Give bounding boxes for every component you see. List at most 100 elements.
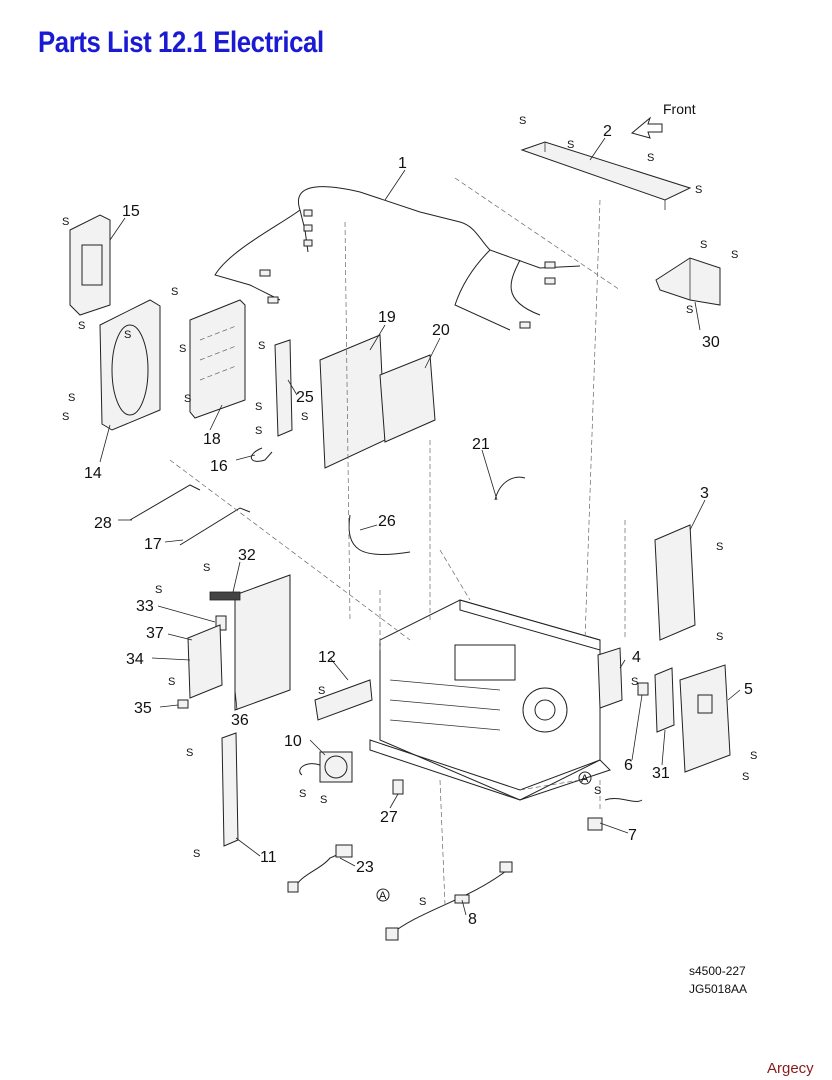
hard-drive-assembly [69,214,161,431]
screw-marker: S [203,562,210,574]
watermark: Argecy [767,1060,814,1077]
screw-marker: S [258,340,265,352]
screw-marker: S [716,541,723,553]
screw-marker: S [716,631,723,643]
bracket-30 [655,257,721,306]
callout-37: 37 [146,625,164,642]
callout-5: 5 [744,681,753,698]
screw-marker: S [686,304,693,316]
screw-marker: S [519,115,526,127]
front-label: Front [663,101,696,117]
callout-30: 30 [702,334,720,351]
screw-marker: S [750,750,757,762]
callout-26: 26 [378,513,396,530]
interlock-cable-7 [604,798,643,802]
controller-board-19 [319,334,386,469]
callout-18: 18 [203,431,221,448]
screw-marker: S [567,139,574,151]
screw-marker: S [155,584,162,596]
callout-8: 8 [468,911,477,928]
shield-panel-34 [177,574,291,711]
callout-7: 7 [628,827,637,844]
bracket-25 [274,339,293,437]
interlock-switch-7 [587,817,603,831]
callout-35: 35 [134,700,152,717]
board-31 [654,667,675,733]
screw-marker: S [124,329,131,341]
callout-21: 21 [472,436,490,453]
screw-marker: S [700,239,707,251]
callout-4: 4 [632,649,641,666]
leader-lines [99,137,741,916]
svg-text:A: A [379,890,387,902]
callout-33: 33 [136,598,154,615]
cable-28 [129,484,201,521]
screw-marker: S [299,788,306,800]
callout-31: 31 [652,765,670,782]
screw-marker: S [255,425,262,437]
callout-23: 23 [356,859,374,876]
screw-markers: S S S S S S S S S S S S S S S S S S S S … [62,115,757,908]
screw-marker: S [184,393,191,405]
front-arrow-icon [630,116,663,139]
svg-text:A: A [581,773,589,785]
screw-marker: S [255,401,262,413]
ribbon-cable-16 [251,447,273,462]
screw-marker: S [731,249,738,261]
screw-marker: S [193,848,200,860]
printer-frame [369,599,611,801]
screw-marker: S [62,216,69,228]
alignment-guides [169,177,626,906]
front-rail [520,141,692,210]
bracket-11 [221,732,239,847]
screw-marker: S [742,771,749,783]
connector-marker-a: A [578,771,592,785]
callout-16: 16 [210,458,228,475]
callout-25: 25 [296,389,314,406]
screw-marker: S [179,343,186,355]
callout-2: 2 [603,123,612,140]
callout-17: 17 [144,536,162,553]
cable-26 [348,514,411,556]
callout-14: 14 [84,465,102,482]
screw-marker: S [301,411,308,423]
switch-6 [637,682,649,696]
callout-11: 11 [260,849,277,866]
shield-plate-18 [189,299,246,419]
screw-marker: S [78,320,85,332]
callout-27: 27 [380,809,398,826]
callout-3: 3 [700,485,709,502]
cable-17 [179,507,251,546]
callout-20: 20 [432,322,450,339]
fan-10 [299,751,353,783]
connector-marker-a: A [376,888,390,902]
callout-36: 36 [231,712,249,729]
main-harness [214,186,581,331]
callout-1: 1 [398,155,407,172]
screw-marker: S [68,392,75,404]
drawing-id: JG5018AA [689,982,748,996]
power-board-5 [679,664,731,773]
connector-27 [392,779,404,795]
callout-10: 10 [284,733,302,750]
callout-15: 15 [122,203,140,220]
screw-marker: S [168,676,175,688]
screw-marker: S [186,747,193,759]
screw-marker: S [695,184,702,196]
controller-board-20 [379,354,436,443]
callout-28: 28 [94,515,112,532]
rear-plate-3 [654,524,696,641]
screw-marker: S [171,286,178,298]
screw-marker: S [631,676,638,688]
callout-12: 12 [318,649,336,666]
page-title: Parts List 12.1 Electrical [38,26,324,59]
screw-marker: S [419,896,426,908]
cable-21 [494,476,526,501]
screw-marker: S [320,794,327,806]
screw-marker: S [62,411,69,423]
harness-8 [389,867,511,936]
bracket-4 [597,647,623,709]
callout-19: 19 [378,309,396,326]
screw-marker: S [318,685,325,697]
